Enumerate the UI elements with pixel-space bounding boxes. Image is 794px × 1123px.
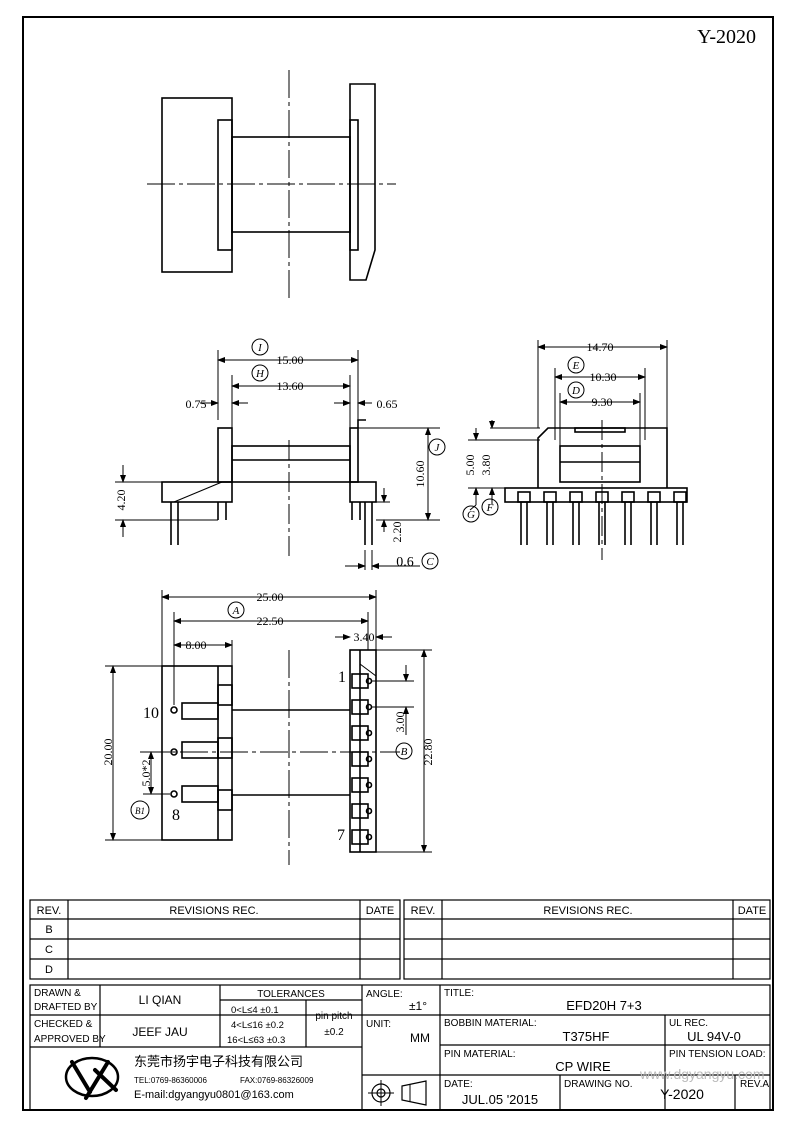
- company-fax: FAX:0769-86326009: [240, 1076, 314, 1085]
- datum-f: F: [486, 502, 494, 514]
- side-view: [161, 419, 377, 560]
- dim-3-80: 3.80: [479, 455, 493, 476]
- unit-value: MM: [410, 1031, 430, 1045]
- pin-material-value: CP WIRE: [555, 1059, 611, 1074]
- projection-symbol-icon: [368, 1080, 427, 1106]
- revision-table-text: REV. REVISIONS REC. DATE REV. REVISIONS …: [37, 905, 767, 976]
- tolerance-2: 4<L≤16 ±0.2: [231, 1020, 284, 1031]
- revisions-header: REVISIONS REC.: [169, 905, 258, 917]
- datum-b1: B1: [135, 806, 145, 816]
- checked-by-value: JEEF JAU: [132, 1025, 187, 1039]
- dim-3-40: 3.40: [354, 630, 375, 644]
- datum-c: C: [426, 556, 434, 568]
- drawn-label-1: DRAWN &: [34, 988, 81, 999]
- title-block: [29, 984, 771, 1111]
- datum-d: D: [571, 385, 580, 397]
- drawing-no-label: DRAWING NO.: [564, 1079, 633, 1090]
- datum-j: J: [435, 442, 441, 454]
- dim-10-30: 10.30: [590, 370, 617, 384]
- dim-10-60: 10.60: [413, 461, 427, 488]
- dim-20-00: 20.00: [101, 739, 115, 766]
- datum-letters: I H J C E D G F A B B1: [135, 342, 580, 816]
- unit-label: UNIT:: [366, 1019, 391, 1030]
- tolerances-label: TOLERANCES: [257, 989, 325, 1000]
- watermark: www.dgyangyu.com: [639, 1066, 765, 1082]
- angle-value: ±1°: [409, 999, 427, 1013]
- dim-22-80: 22.80: [421, 739, 435, 766]
- dim-0-65: 0.65: [377, 397, 398, 411]
- top-view: [147, 70, 396, 298]
- tolerance-3: 16<L≤63 ±0.3: [227, 1035, 285, 1046]
- ul-rec-value: UL 94V-0: [687, 1029, 741, 1044]
- pin-pitch-tolerance: ±0.2: [324, 1027, 344, 1038]
- title-value: EFD20H 7+3: [566, 998, 642, 1013]
- title-label: TITLE:: [444, 988, 474, 999]
- ul-rec-label: UL REC.: [669, 1018, 708, 1029]
- pin-label-7: 7: [337, 827, 345, 844]
- company-email: E-mail:dgyangyu0801@163.com: [134, 1089, 294, 1101]
- dim-9-30: 9.30: [592, 395, 613, 409]
- dim-2-20: 2.20: [390, 522, 404, 543]
- rev-header: REV.: [37, 905, 62, 917]
- dim-5-0x2: 5.0*2: [139, 760, 153, 787]
- angle-label: ANGLE:: [366, 989, 403, 1000]
- pin-labels: 1 10 8 7: [143, 669, 346, 844]
- pin-material-label: PIN MATERIAL:: [444, 1049, 516, 1060]
- dim-0-75: 0.75: [186, 397, 207, 411]
- rev-row-b: B: [45, 924, 52, 936]
- date-header-right: DATE: [738, 905, 767, 917]
- dim-15-00: 15.00: [277, 353, 304, 367]
- datum-g: G: [467, 509, 475, 521]
- datum-h: H: [255, 368, 265, 380]
- revision-table: [29, 899, 771, 980]
- date-value: JUL.05 '2015: [462, 1092, 538, 1107]
- company-tel: TEL:0769-86360006: [134, 1076, 208, 1085]
- drawing-no-value: Y-2020: [660, 1086, 704, 1102]
- tolerance-1: 0<L≤4 ±0.1: [231, 1005, 279, 1016]
- pin-label-10: 10: [143, 705, 159, 722]
- pin-label-8: 8: [172, 807, 180, 824]
- datum-a: A: [232, 605, 240, 617]
- end-view: [504, 420, 688, 560]
- dim-8-00: 8.00: [186, 638, 207, 652]
- dimension-lines: [105, 340, 668, 853]
- title-block-text: DRAWN & DRAFTED BY LI QIAN CHECKED & APP…: [34, 988, 769, 1107]
- dim-13-60: 13.60: [277, 379, 304, 393]
- revisions-header-right: REVISIONS REC.: [543, 905, 632, 917]
- drawing-code: Y-2020: [697, 26, 756, 48]
- company-logo: [64, 1056, 120, 1100]
- drawn-label-2: DRAFTED BY: [34, 1002, 98, 1013]
- rev-header-right: REV.: [411, 905, 436, 917]
- bobbin-material-value: T375HF: [563, 1029, 610, 1044]
- bottom-view: [140, 649, 400, 865]
- dim-3-00: 3.00: [393, 712, 407, 733]
- rev-a-label: REV.A: [740, 1079, 769, 1090]
- datum-e: E: [572, 360, 580, 372]
- drawn-by-value: LI QIAN: [139, 993, 182, 1007]
- bobbin-material-label: BOBBIN MATERIAL:: [444, 1018, 537, 1029]
- checked-label-2: APPROVED BY: [34, 1034, 106, 1045]
- dim-25-00: 25.00: [257, 590, 284, 604]
- checked-label-1: CHECKED &: [34, 1019, 93, 1030]
- pin-label-1: 1: [338, 669, 346, 686]
- dim-22-50: 22.50: [257, 614, 284, 628]
- date-header: DATE: [366, 905, 395, 917]
- rev-row-c: C: [45, 944, 53, 956]
- pin-tension-label: PIN TENSION LOAD:: [669, 1049, 766, 1060]
- rev-row-d: D: [45, 964, 53, 976]
- pin-pitch-label: pin pitch: [315, 1011, 352, 1022]
- datum-b: B: [401, 746, 408, 758]
- dim-4-20: 4.20: [114, 490, 128, 511]
- dim-5-00: 5.00: [463, 455, 477, 476]
- dim-0-6: 0.6: [396, 555, 414, 570]
- dimension-texts: 15.00 13.60 0.75 0.65 10.60 4.20 2.20 0.…: [101, 340, 617, 787]
- dim-14-70: 14.70: [587, 340, 614, 354]
- company-name: 东莞市扬宇电子科技有限公司: [134, 1054, 303, 1069]
- date-label: DATE:: [444, 1079, 473, 1090]
- datum-i: I: [257, 342, 263, 354]
- datum-circles: [130, 338, 585, 820]
